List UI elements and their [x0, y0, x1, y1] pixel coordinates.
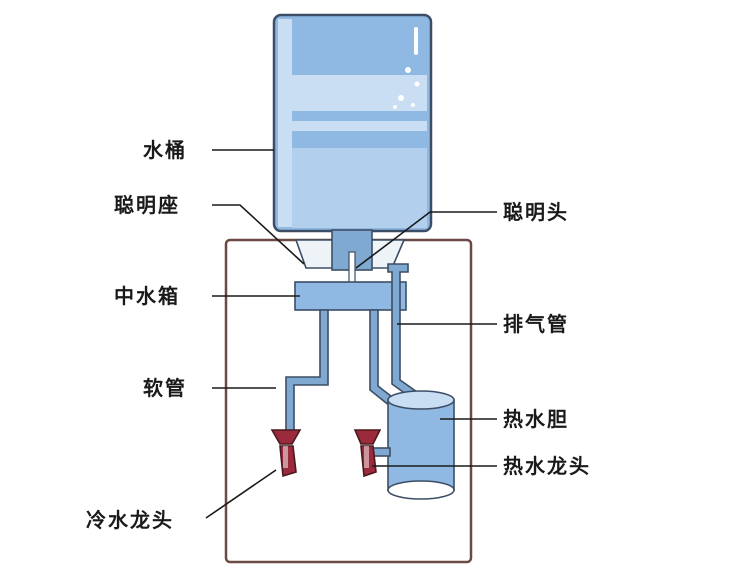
leader-smart-head [355, 211, 497, 269]
label-cold-faucet: 冷水龙头 [86, 508, 174, 532]
hot-water-tank [387, 390, 455, 500]
water-bucket [272, 13, 433, 233]
label-vent-pipe: 排气管 [503, 312, 569, 336]
label-seat: 聪明座 [114, 193, 180, 217]
label-middle-tank: 中水箱 [114, 284, 180, 308]
smart-head [348, 251, 356, 285]
label-bucket: 水桶 [143, 138, 187, 162]
leader-seat [212, 204, 305, 265]
hot-faucet-icon [353, 429, 382, 478]
cold-faucet-icon [270, 429, 302, 478]
label-hot-faucet: 热水龙头 [503, 454, 591, 478]
middle-tank [294, 281, 407, 311]
label-hot-tank: 热水胆 [503, 407, 569, 431]
leader-cold-faucet [205, 469, 277, 519]
label-hose: 软管 [143, 376, 187, 400]
label-smart-head: 聪明头 [503, 200, 569, 224]
